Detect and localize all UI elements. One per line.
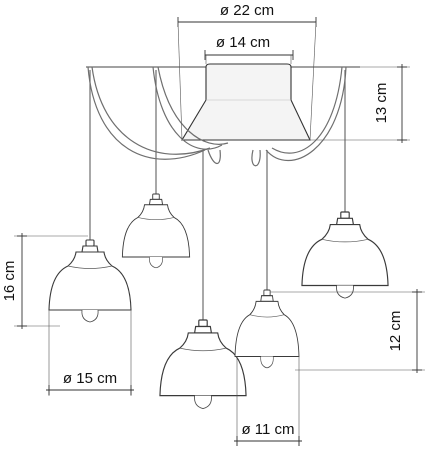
label-small-shade-height: 12 cm xyxy=(387,311,404,352)
shade-right-small xyxy=(234,289,300,369)
dimension-canopy-height: 13 cm xyxy=(310,64,410,143)
label-canopy-height: 13 cm xyxy=(373,83,390,124)
dimension-small-shade-diameter: ø 11 cm xyxy=(234,356,302,446)
drop-cords xyxy=(89,70,346,322)
shade-center-large xyxy=(159,319,247,410)
dimension-canopy-outer: ø 22 cm xyxy=(177,2,317,141)
shade-left-large xyxy=(48,239,132,323)
shade-right-large xyxy=(301,211,389,299)
dimension-canopy-inner: ø 14 cm xyxy=(204,34,294,64)
label-large-shade-height: 16 cm xyxy=(1,261,18,302)
label-large-shade-diameter: ø 15 cm xyxy=(63,370,117,387)
dimension-large-shade-height: 16 cm xyxy=(1,233,88,329)
dimension-small-shade-height: 12 cm xyxy=(270,289,425,373)
shade-upper-small xyxy=(121,193,191,269)
ceiling-canopy xyxy=(181,63,311,141)
dimension-large-shade-diameter: ø 15 cm xyxy=(46,310,134,396)
label-small-shade-diameter: ø 11 cm xyxy=(241,421,294,438)
label-canopy-outer-diameter: ø 22 cm xyxy=(220,2,274,19)
label-canopy-inner-diameter: ø 14 cm xyxy=(216,34,270,51)
